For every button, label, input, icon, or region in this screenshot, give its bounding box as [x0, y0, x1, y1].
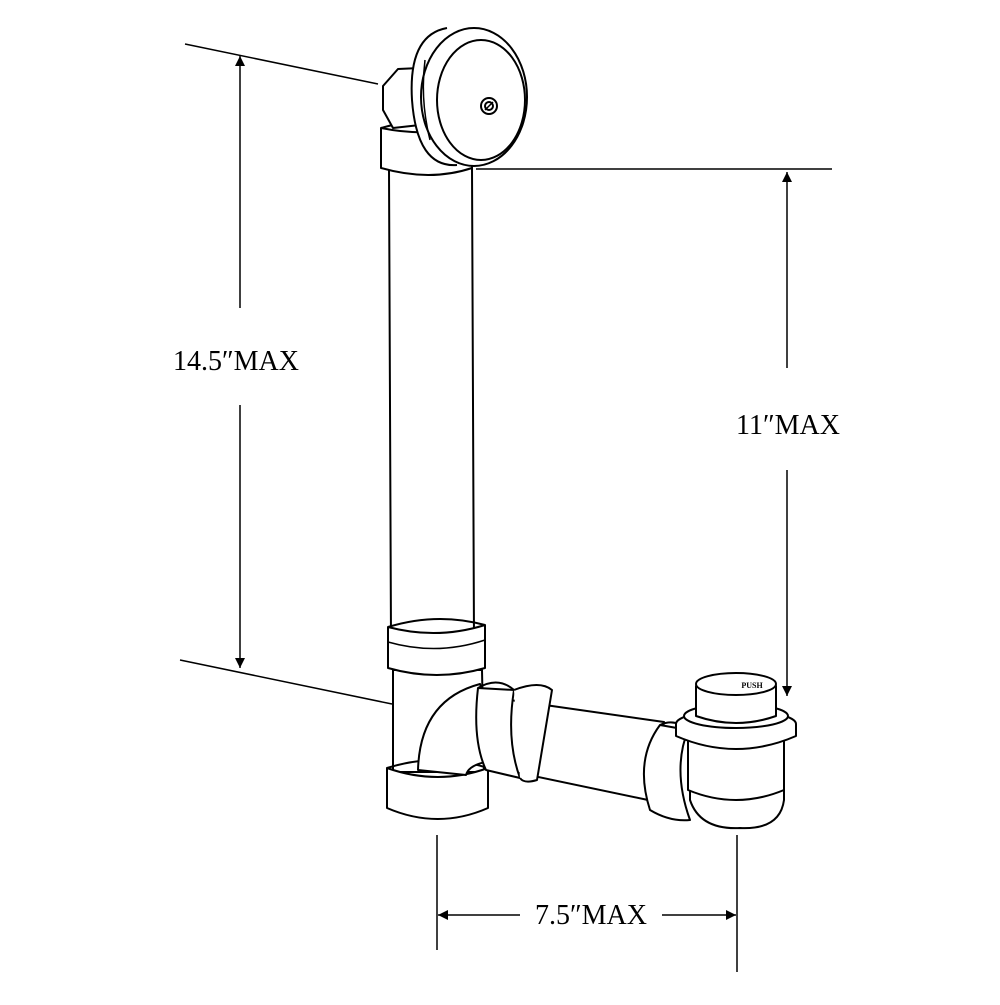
ext-line-top — [184, 43, 379, 85]
dim-label-overall-height: 14.5″MAX — [173, 346, 299, 377]
drain-stopper — [695, 672, 777, 724]
overflow-slip-nut — [387, 618, 486, 676]
ext-line-bottom — [179, 659, 393, 705]
dim-label-horizontal-run: 7.5″MAX — [535, 900, 647, 931]
dim-label-overflow-drop: 11″MAX — [736, 410, 840, 441]
waste-slip-nut — [475, 681, 553, 783]
overflow-pipe — [388, 167, 475, 641]
faceplate-screw-icon — [480, 97, 498, 115]
overflow-faceplate — [410, 27, 528, 167]
stopper-marking: PUSH — [741, 681, 763, 690]
